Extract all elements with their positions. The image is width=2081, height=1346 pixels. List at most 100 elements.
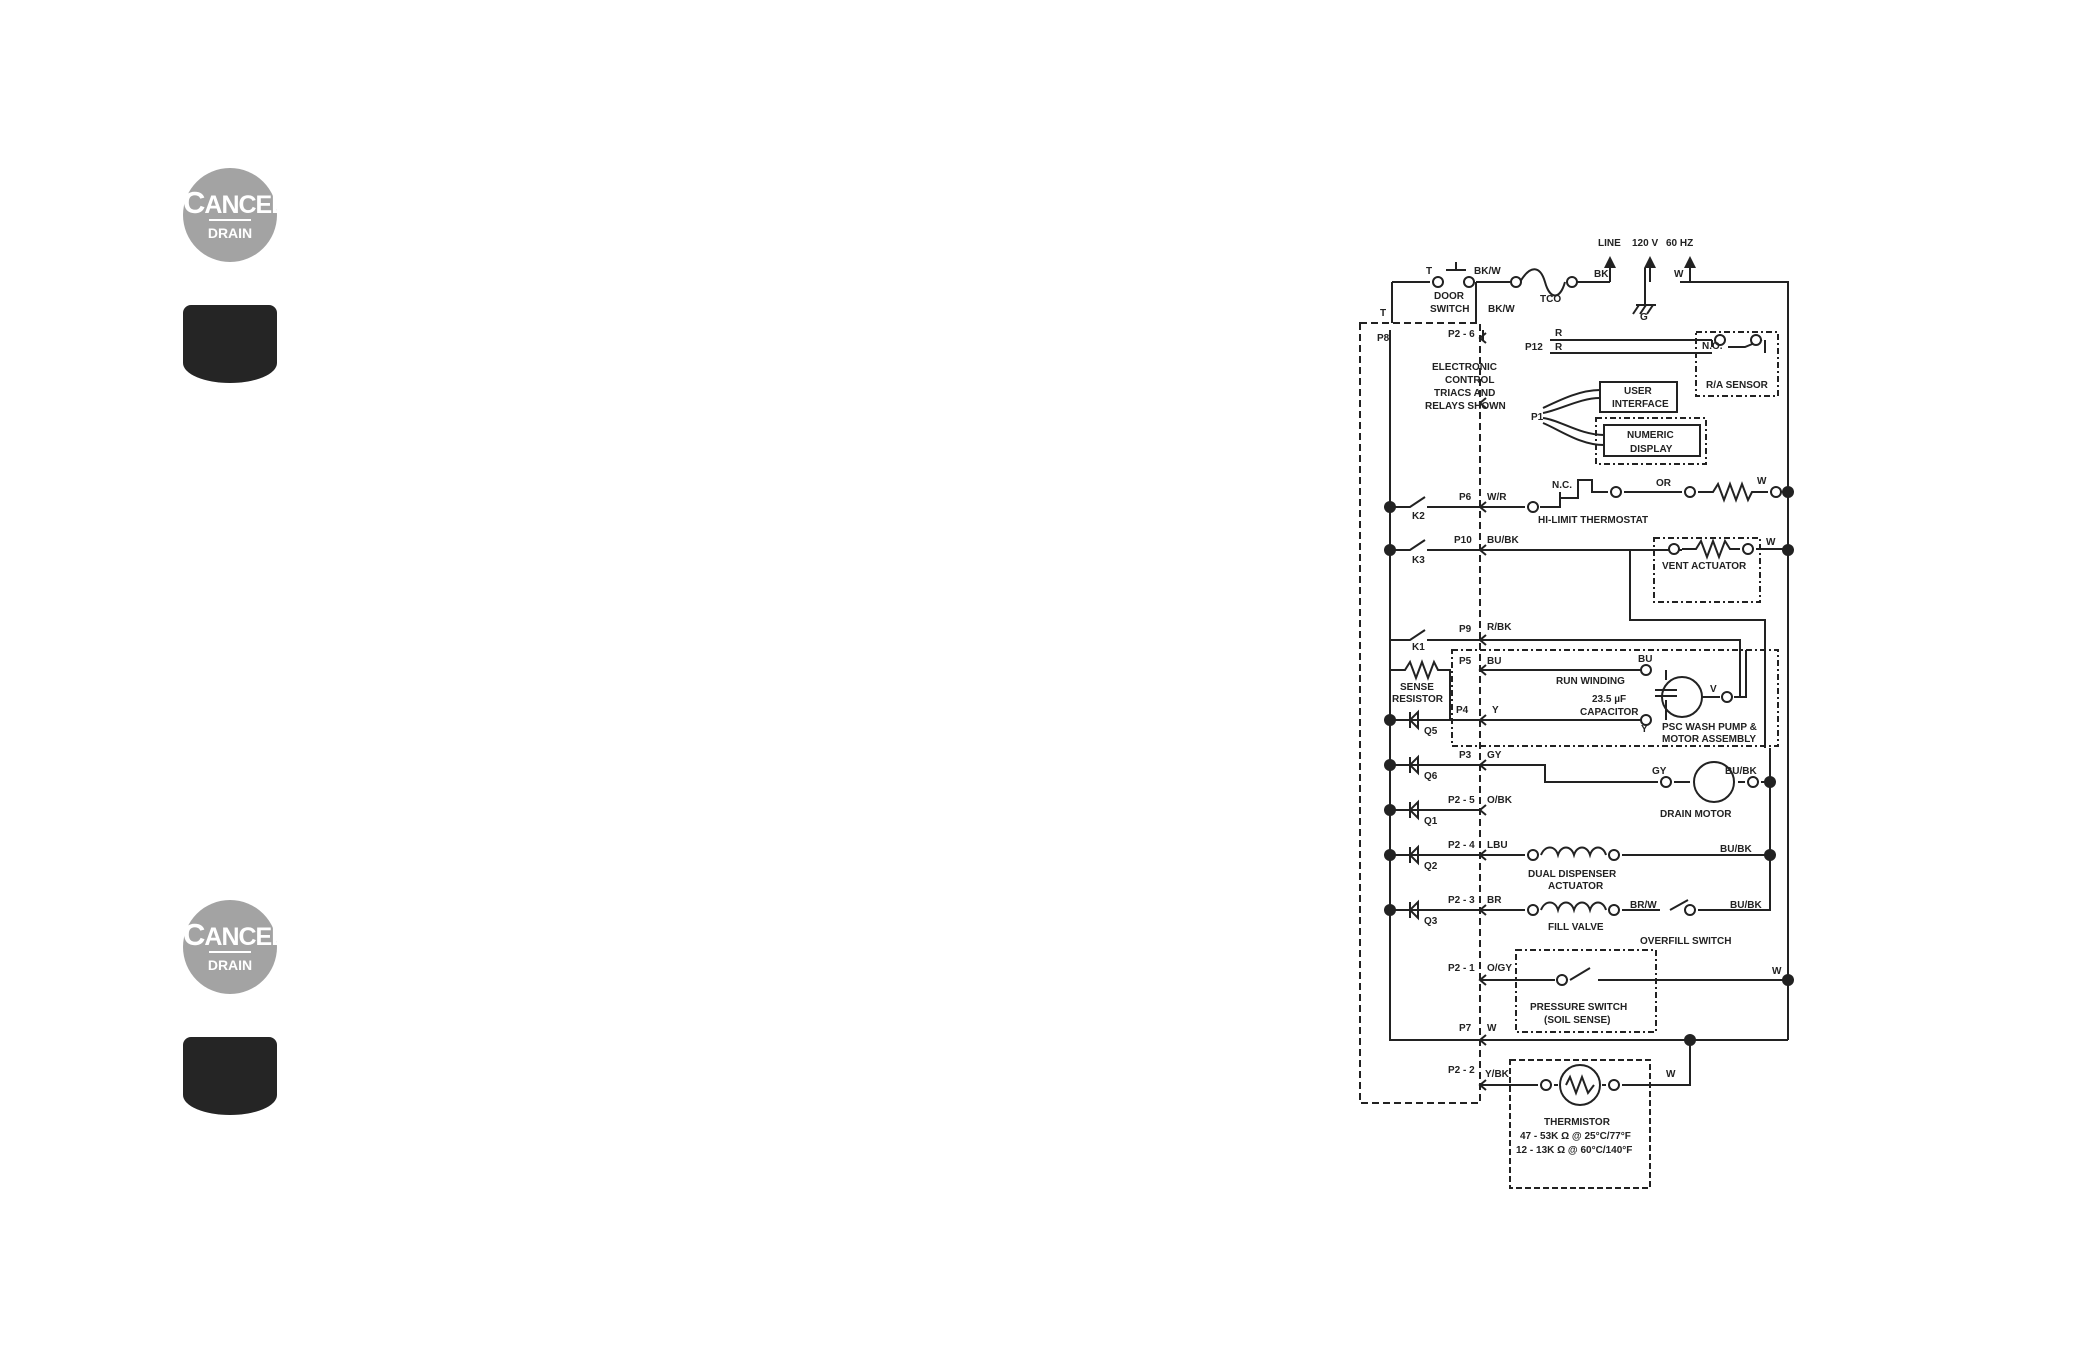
tco-label: TCO <box>1540 294 1561 305</box>
wire-bu-bk: BU/BK <box>1487 535 1519 546</box>
wire-gy: GY <box>1487 750 1502 761</box>
vent-actuator-box <box>1653 537 1761 603</box>
sense-resistor-label-2: RESISTOR <box>1392 694 1444 705</box>
pressure-switch-label-2: (SOIL SENSE) <box>1544 1015 1611 1026</box>
wire-lbu: LBU <box>1487 840 1508 851</box>
wire-r-bk: R/BK <box>1487 622 1512 633</box>
wire-y: Y <box>1492 705 1499 716</box>
connector-p2-6: P2 - 6 <box>1448 329 1475 340</box>
drain-motor-label: DRAIN MOTOR <box>1660 809 1732 820</box>
connector-p7: P7 <box>1459 1023 1472 1034</box>
wire-bu-bk-4: BU/BK <box>1730 900 1762 911</box>
button-divider <box>209 219 251 221</box>
wire-o-gy: O/GY <box>1487 963 1512 974</box>
triac-q3: Q3 <box>1424 916 1438 927</box>
wire-y-2: Y <box>1641 724 1648 735</box>
cancel-label: CANCEL <box>183 917 287 952</box>
drain-label: DRAIN <box>207 957 253 973</box>
door-t-label: T <box>1426 266 1432 277</box>
wire-y-bk: Y/BK <box>1485 1069 1510 1080</box>
connector-p3: P3 <box>1459 750 1472 761</box>
user-interface-label-1: USER <box>1624 386 1653 397</box>
connector-p2-4: P2 - 4 <box>1448 840 1475 851</box>
blank-button[interactable] <box>183 305 277 383</box>
pump-label-1: PSC WASH PUMP & <box>1662 722 1757 733</box>
connector-p5: P5 <box>1459 656 1472 667</box>
wire-or: OR <box>1656 478 1672 489</box>
pump-box <box>1451 649 1779 747</box>
thermistor-spec-1: 47 - 53K Ω @ 25°C/77°F <box>1520 1131 1631 1142</box>
relay-k1: K1 <box>1412 642 1425 653</box>
ra-sensor-label: R/A SENSOR <box>1706 380 1769 391</box>
connector-p12: P12 <box>1525 342 1543 353</box>
connector-p1: P1 <box>1531 412 1544 423</box>
triac-q1: Q1 <box>1424 816 1438 827</box>
connector-p2-1: P2 - 1 <box>1448 963 1475 974</box>
triac-q5: Q5 <box>1424 726 1438 737</box>
pump-label-2: MOTOR ASSEMBLY <box>1662 734 1756 745</box>
capacitor-label: CAPACITOR <box>1580 707 1639 718</box>
door-switch-label: DOOR <box>1434 291 1465 302</box>
drain-label: DRAIN <box>207 225 253 241</box>
door-wire-label: BK/W <box>1474 266 1501 277</box>
wire-v: V <box>1710 684 1717 695</box>
no-label: N.O. <box>1702 341 1723 352</box>
connector-p2-3: P2 - 3 <box>1448 895 1475 906</box>
sense-resistor-label-1: SENSE <box>1400 682 1434 693</box>
connector-p10: P10 <box>1454 535 1472 546</box>
wire-w-vent: W <box>1766 537 1776 548</box>
relay-k2: K2 <box>1412 511 1425 522</box>
numeric-display-inner <box>1603 424 1701 457</box>
wire-bu-2: BU <box>1638 654 1652 665</box>
wire-w-p7: W <box>1487 1023 1497 1034</box>
wire-br-w: BR/W <box>1630 900 1657 911</box>
dispenser-label-1: DUAL DISPENSER <box>1528 869 1617 880</box>
t-label: T <box>1380 308 1386 319</box>
numeric-display-label-2: DISPLAY <box>1630 444 1673 455</box>
ground-label: G <box>1640 312 1648 323</box>
cancel-drain-button-2[interactable]: CANCEL DRAIN <box>183 900 287 994</box>
overfill-switch-label: OVERFILL SWITCH <box>1640 936 1731 947</box>
triac-q6: Q6 <box>1424 771 1438 782</box>
wire-o-bk: O/BK <box>1487 795 1513 806</box>
connector-p9: P9 <box>1459 624 1472 635</box>
wire-w-r: W/R <box>1487 492 1507 503</box>
relay-k3: K3 <box>1412 555 1425 566</box>
numeric-display-box <box>1595 417 1707 465</box>
wire-w-supply-label: W <box>1674 269 1684 280</box>
thermistor-box <box>1509 1059 1651 1189</box>
door-switch-label-2: SWITCH <box>1430 304 1469 315</box>
connector-p8: P8 <box>1377 333 1390 344</box>
control-label-4: RELAYS SHOWN <box>1425 401 1506 412</box>
wire-br: BR <box>1487 895 1502 906</box>
wire-bk-label: BK <box>1594 269 1609 280</box>
connector-p2-5: P2 - 5 <box>1448 795 1475 806</box>
nc-label: N.C. <box>1552 480 1572 491</box>
wire-w-thermistor: W <box>1666 1069 1676 1080</box>
pressure-switch-label-1: PRESSURE SWITCH <box>1530 1002 1627 1013</box>
wire-bu-bk-3: BU/BK <box>1720 844 1752 855</box>
wire-r-2: R <box>1555 342 1563 353</box>
thermistor-label: THERMISTOR <box>1544 1117 1611 1128</box>
pressure-switch-box <box>1515 949 1657 1033</box>
button-divider <box>209 951 251 953</box>
fill-valve-label: FILL VALVE <box>1548 922 1604 933</box>
cancel-drain-button[interactable]: CANCEL DRAIN <box>183 168 287 262</box>
wire-bu: BU <box>1487 656 1501 667</box>
door-wire-label-2: BK/W <box>1488 304 1515 315</box>
wire-w-pressure: W <box>1772 966 1782 977</box>
wire-bu-bk-2: BU/BK <box>1725 766 1757 777</box>
wire-gy-2: GY <box>1652 766 1667 777</box>
thermistor-spec-2: 12 - 13K Ω @ 60°C/140°F <box>1516 1145 1632 1156</box>
capacitor-value-label: 23.5 µF <box>1592 694 1626 705</box>
control-label-3: TRIACS AND <box>1434 388 1495 399</box>
connector-p4: P4 <box>1456 705 1469 716</box>
connector-p2-2: P2 - 2 <box>1448 1065 1475 1076</box>
voltage-label: 120 V <box>1632 238 1658 249</box>
user-interface-label-2: INTERFACE <box>1612 399 1669 410</box>
run-winding-label: RUN WINDING <box>1556 676 1625 687</box>
vent-actuator-label: VENT ACTUATOR <box>1662 561 1747 572</box>
blank-button-2[interactable] <box>183 1037 277 1115</box>
cancel-label: CANCEL <box>183 185 287 220</box>
